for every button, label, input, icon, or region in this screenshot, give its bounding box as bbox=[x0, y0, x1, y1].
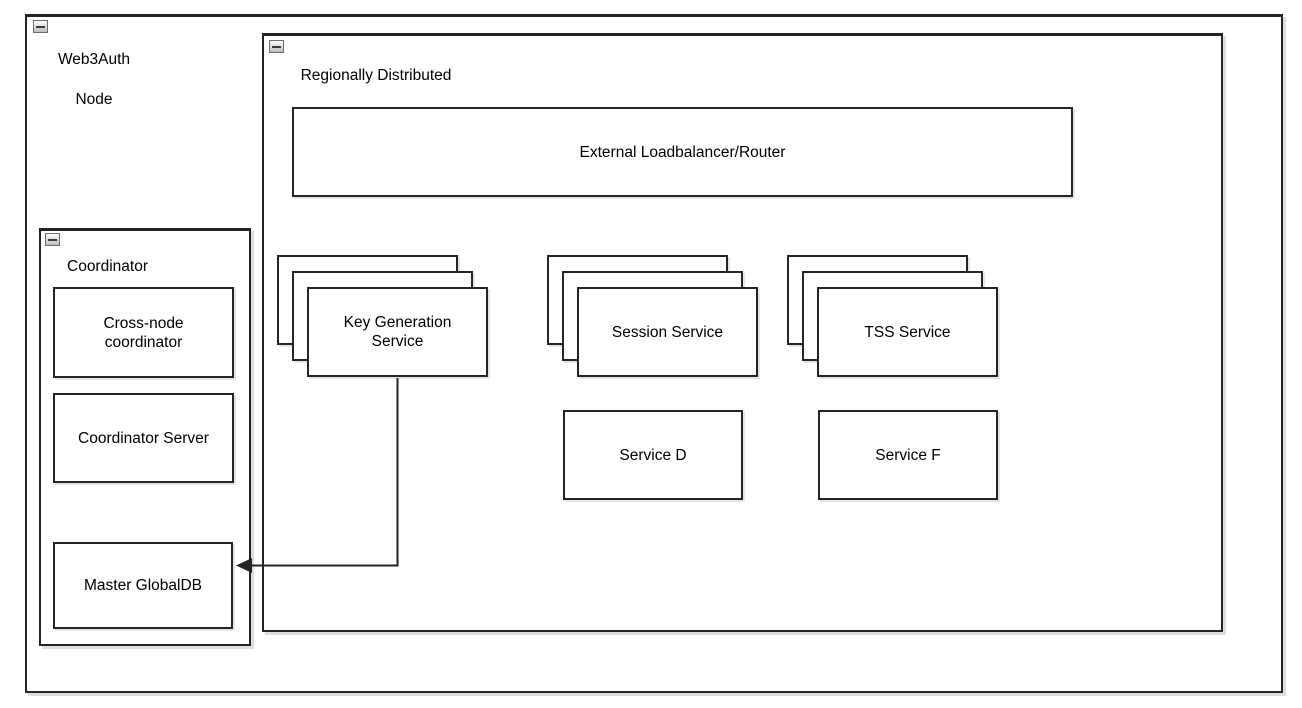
tss-service-label: TSS Service bbox=[864, 323, 951, 341]
tss-service-box[interactable]: TSS Service bbox=[817, 287, 998, 377]
master-globaldb-box[interactable]: Master GlobalDB bbox=[53, 542, 233, 629]
cross-node-coordinator-box[interactable]: Cross-node coordinator bbox=[53, 287, 234, 378]
key-generation-service-box[interactable]: Key Generation Service bbox=[307, 287, 488, 377]
collapse-minus-icon[interactable] bbox=[45, 233, 60, 246]
service-f-label: Service F bbox=[875, 446, 941, 464]
service-d-label: Service D bbox=[619, 446, 687, 464]
coordinator-server-label: Coordinator Server bbox=[78, 429, 209, 447]
regionally-distributed-title-line1: Regionally Distributed bbox=[300, 67, 452, 84]
external-loadbalancer-box[interactable]: External Loadbalancer/Router bbox=[292, 107, 1073, 197]
coordinator-title: Coordinator bbox=[67, 258, 148, 275]
service-f-box[interactable]: Service F bbox=[818, 410, 998, 500]
coordinator-server-box[interactable]: Coordinator Server bbox=[53, 393, 234, 483]
web3auth-node-title: Web3Auth Node bbox=[35, 30, 153, 130]
minus-icon bbox=[36, 26, 45, 28]
minus-icon bbox=[272, 46, 281, 48]
web3auth-node-title-line1: Web3Auth bbox=[57, 51, 131, 68]
cross-node-coordinator-label: Cross-node coordinator bbox=[103, 314, 184, 351]
collapse-minus-icon[interactable] bbox=[33, 20, 48, 33]
session-service-label: Session Service bbox=[611, 323, 724, 341]
minus-icon bbox=[48, 239, 57, 241]
web3auth-node-title-line2: Node bbox=[75, 91, 113, 108]
key-generation-service-label: Key Generation Service bbox=[343, 314, 452, 350]
master-globaldb-label: Master GlobalDB bbox=[83, 577, 202, 594]
external-loadbalancer-label: External Loadbalancer/Router bbox=[579, 143, 786, 161]
session-service-box[interactable]: Session Service bbox=[577, 287, 758, 377]
collapse-minus-icon[interactable] bbox=[269, 40, 284, 53]
service-d-box[interactable]: Service D bbox=[563, 410, 743, 500]
